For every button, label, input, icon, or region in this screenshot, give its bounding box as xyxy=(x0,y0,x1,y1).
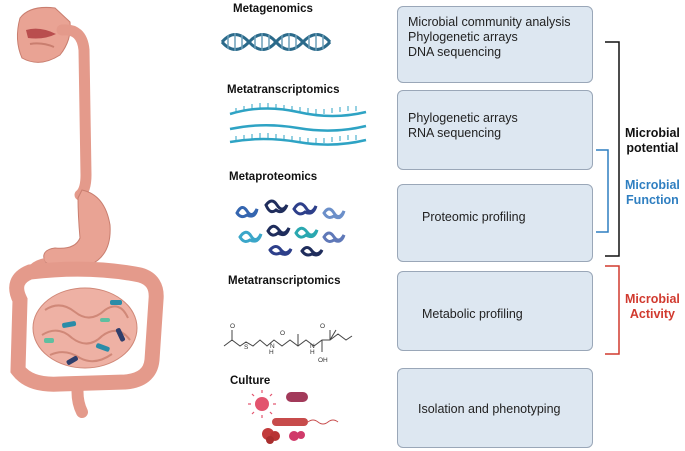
method-heading-metatranscriptomics-2: Metatranscriptomics xyxy=(228,275,341,287)
label-microbial-potential: Microbial potential xyxy=(625,126,680,156)
metabolite-molecule-icon: O S H N O N H O OH xyxy=(223,323,353,364)
box-line: RNA sequencing xyxy=(408,126,502,140)
bracket-microbial-activity xyxy=(605,265,620,355)
label-microbial-function: Microbial Function xyxy=(625,178,680,208)
molecule-atom-label: N xyxy=(270,343,275,350)
label-line: Microbial xyxy=(625,292,680,306)
label-line: Activity xyxy=(629,307,676,321)
box-line: Phylogenetic arrays xyxy=(408,30,518,44)
molecule-atom-label: OH xyxy=(318,357,328,364)
molecule-atom-label: S xyxy=(244,344,249,351)
label-line: Microbial xyxy=(625,178,680,192)
method-heading-metatranscriptomics: Metatranscriptomics xyxy=(227,84,340,96)
digestive-tract-icon xyxy=(9,7,164,418)
microbe-culture-icon xyxy=(248,390,339,444)
label-line: potential xyxy=(626,141,679,155)
box-metaproteomics: Proteomic profiling xyxy=(397,184,593,262)
protein-cluster-icon xyxy=(235,199,346,257)
method-heading-culture: Culture xyxy=(230,375,271,387)
box-metabolomics: Metabolic profiling xyxy=(397,271,593,351)
rna-strands-icon xyxy=(229,103,367,146)
box-line: Isolation and phenotyping xyxy=(418,402,561,416)
method-heading-metaproteomics: Metaproteomics xyxy=(229,171,318,183)
bracket-microbial-function xyxy=(596,149,609,233)
box-line: DNA sequencing xyxy=(408,45,502,59)
molecule-atom-label: O xyxy=(280,330,285,337)
box-metatranscriptomics: Phylogenetic arrays RNA sequencing xyxy=(397,90,593,170)
label-microbial-activity: Microbial Activity xyxy=(625,292,680,322)
molecule-atom-label: O xyxy=(320,323,325,330)
box-metagenomics: Microbial community analysis Phylogeneti… xyxy=(397,6,593,83)
box-culture: Isolation and phenotyping xyxy=(397,368,593,448)
label-line: Function xyxy=(626,193,679,207)
molecule-atom-label: O xyxy=(230,323,235,330)
box-line: Metabolic profiling xyxy=(422,307,523,321)
box-line: Phylogenetic arrays xyxy=(408,111,518,125)
molecule-atom-label: H xyxy=(310,349,315,356)
molecule-atom-label: N xyxy=(310,343,315,350)
dna-double-helix-icon xyxy=(220,33,332,51)
box-line: Microbial community analysis xyxy=(408,15,571,29)
method-heading-metagenomics: Metagenomics xyxy=(233,3,313,15)
molecule-atom-label: H xyxy=(269,349,274,356)
label-line: Microbial xyxy=(625,126,680,140)
bracket-microbial-potential xyxy=(605,41,620,257)
box-line: Proteomic profiling xyxy=(422,210,526,224)
